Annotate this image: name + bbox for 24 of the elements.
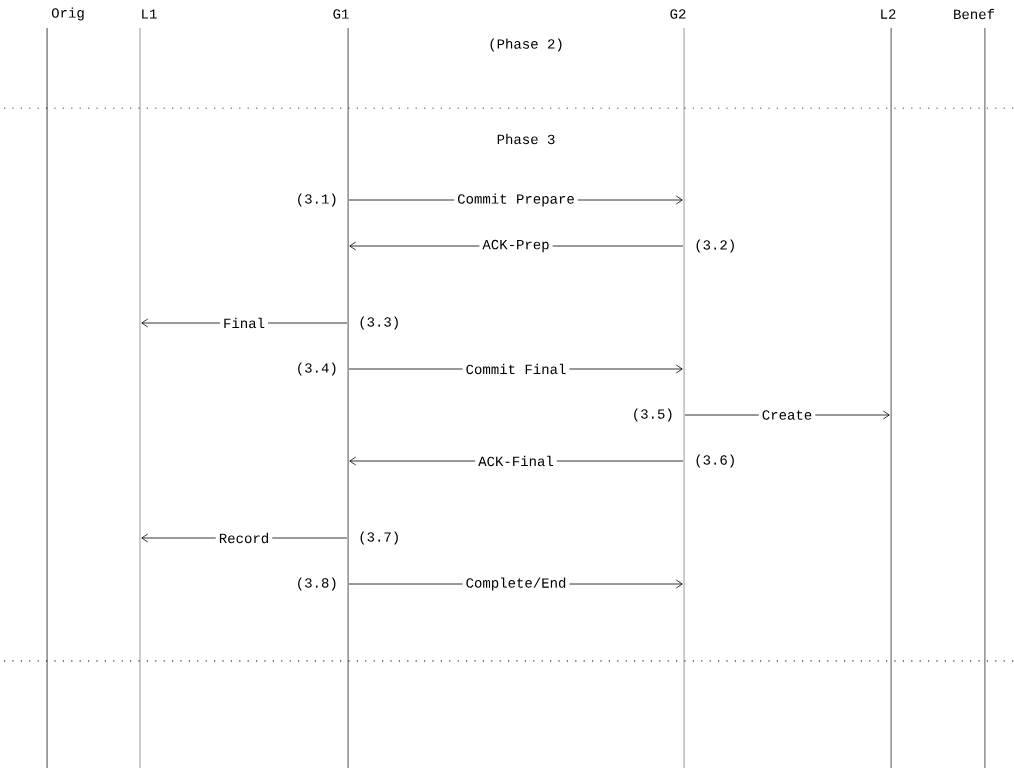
edge-label: Final [220,314,268,332]
step-number: (3.5) [629,406,676,424]
phase-label: (Phase 2) [486,36,566,54]
participant-name: L1 [142,9,157,19]
edge-label: Commit Final [462,360,570,378]
step-number: (3.7) [356,529,403,547]
phase-label: Phase 3 [494,131,558,147]
edge-label: ACK-Prep [479,236,553,256]
step-number: (3.6) [692,452,739,470]
edge-label: Create [758,407,816,423]
step-number: (3.3) [356,314,403,332]
participant-name: G1 [333,9,349,19]
participant-name: Orig [51,7,84,21]
step-number: (3.4) [293,360,340,378]
participant-name: G2 [670,9,686,19]
participant-name: Benef [954,8,995,20]
edge-label: ACK-Final [475,452,557,470]
edge-label: Record [215,529,273,547]
step-number: (3.1) [293,191,340,209]
participant-name: L2 [881,9,896,19]
edge-label: Commit Prepare [454,190,578,210]
step-number: (3.8) [293,575,340,593]
step-number: (3.2) [692,237,739,255]
edge-label: Complete/End [462,574,570,594]
